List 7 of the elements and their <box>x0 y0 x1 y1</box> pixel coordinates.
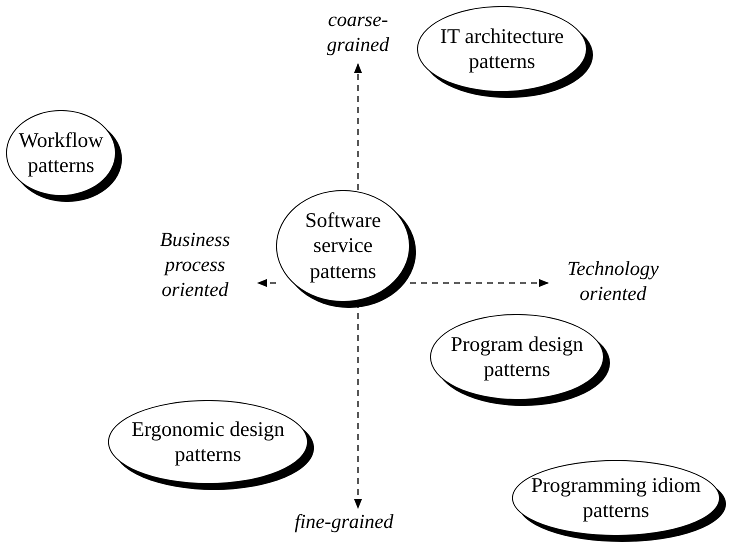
axis-label: coarse-grained <box>318 2 398 64</box>
dashed-arrow <box>410 279 549 287</box>
axis-label: Technology oriented <box>548 252 678 312</box>
dashed-arrow <box>354 63 362 190</box>
dashed-arrow <box>257 279 276 287</box>
axis-label: fine-grained <box>280 508 408 536</box>
axis-label: Business process oriented <box>132 205 258 325</box>
